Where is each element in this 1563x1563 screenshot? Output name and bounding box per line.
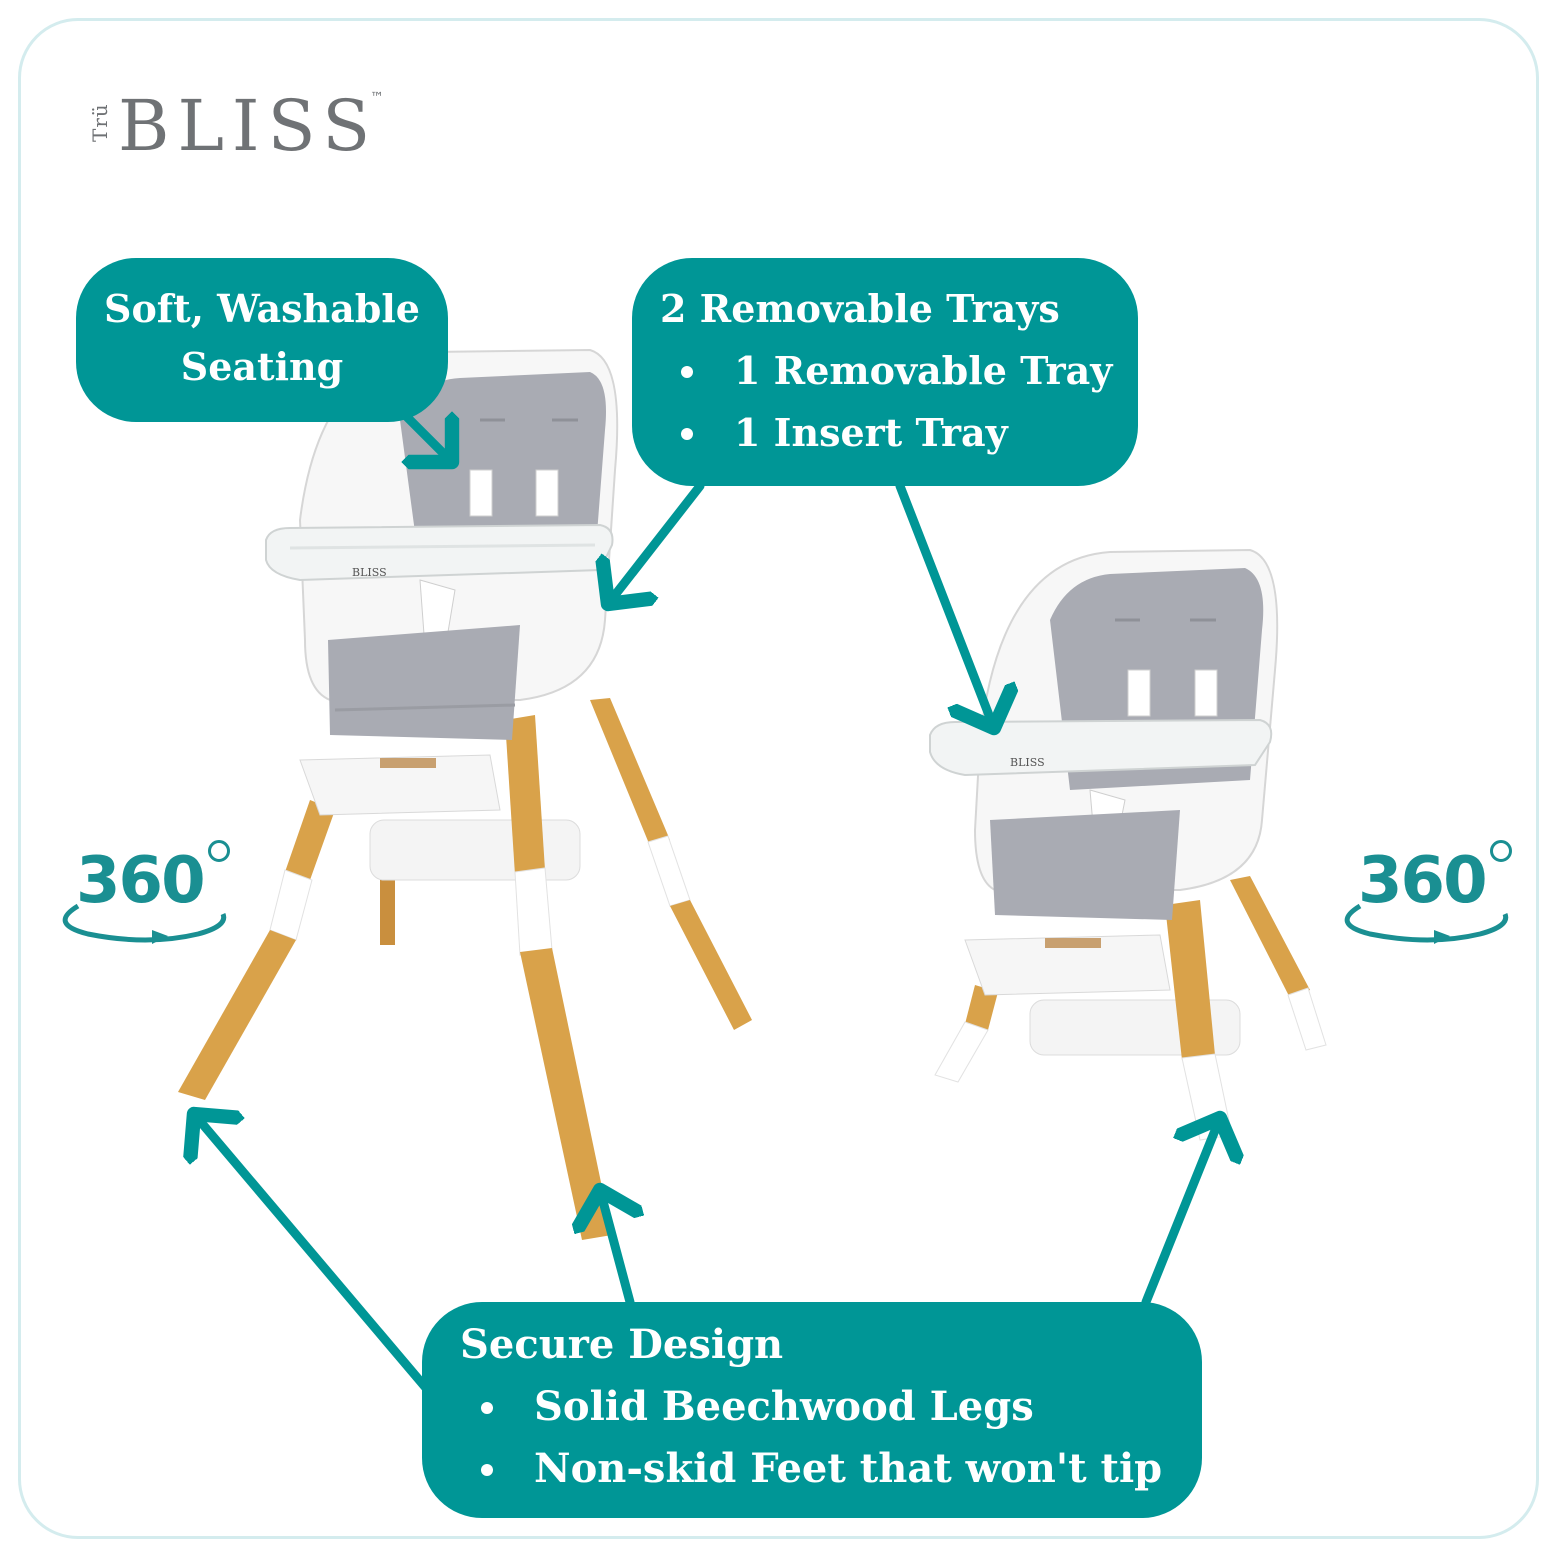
- arrow-leg-right: [1141, 1118, 1220, 1307]
- logo-wordmark: BLISS: [118, 85, 379, 167]
- callout-secure: Secure Design Solid Beechwood Legs Non-s…: [422, 1302, 1202, 1518]
- high-chair-short: BLISS: [929, 548, 1327, 1141]
- seating-line2: Seating: [180, 344, 344, 389]
- seating-line1: Soft, Washable: [104, 286, 420, 331]
- callout-trays: 2 Removable Trays 1 Removable Tray 1 Ins…: [632, 258, 1138, 486]
- chair-leg-back-left: [380, 860, 395, 945]
- trays-item: 1 Insert Tray: [712, 402, 1138, 464]
- rotation-label: 360: [76, 844, 206, 918]
- trays-list: 1 Removable Tray 1 Insert Tray: [660, 340, 1138, 464]
- trays-title: 2 Removable Trays: [660, 286, 1060, 331]
- trays-item: 1 Removable Tray: [712, 340, 1138, 402]
- arrow-leg-left: [194, 1114, 431, 1393]
- arrow-tray-right: [895, 481, 994, 728]
- rotate-360-icon: 360: [1330, 840, 1530, 966]
- secure-item: Solid Beechwood Legs: [512, 1376, 1202, 1438]
- chair-leg-front-left-2: [934, 985, 998, 1083]
- rotation-label: 360: [1358, 844, 1488, 918]
- high-chair-tall: BLISS: [178, 348, 752, 1240]
- chair-leg-front-right: [505, 715, 612, 1240]
- degree-symbol: [208, 840, 230, 862]
- secure-item: Non-skid Feet that won't tip: [512, 1438, 1202, 1500]
- logo-trademark: ™: [370, 90, 384, 106]
- rotate-arc-icon: [62, 903, 227, 944]
- rotate-360-icon: 360: [48, 840, 248, 966]
- chair-leg-back-right: [590, 698, 752, 1030]
- secure-list: Solid Beechwood Legs Non-skid Feet that …: [460, 1376, 1202, 1500]
- secure-title: Secure Design: [460, 1321, 784, 1368]
- degree-symbol: [1490, 840, 1512, 862]
- chair-leg-front-left: [178, 800, 335, 1100]
- arrow-tray-left: [608, 481, 705, 604]
- rotate-arc-icon: [1344, 903, 1509, 944]
- chair-leg-back-right-2: [1230, 876, 1327, 1051]
- tray-logo: BLISS: [352, 566, 387, 579]
- tray-logo-2: BLISS: [1010, 756, 1045, 769]
- arrow-leg-center: [600, 1190, 630, 1307]
- callout-seating: Soft, Washable Seating: [76, 258, 448, 422]
